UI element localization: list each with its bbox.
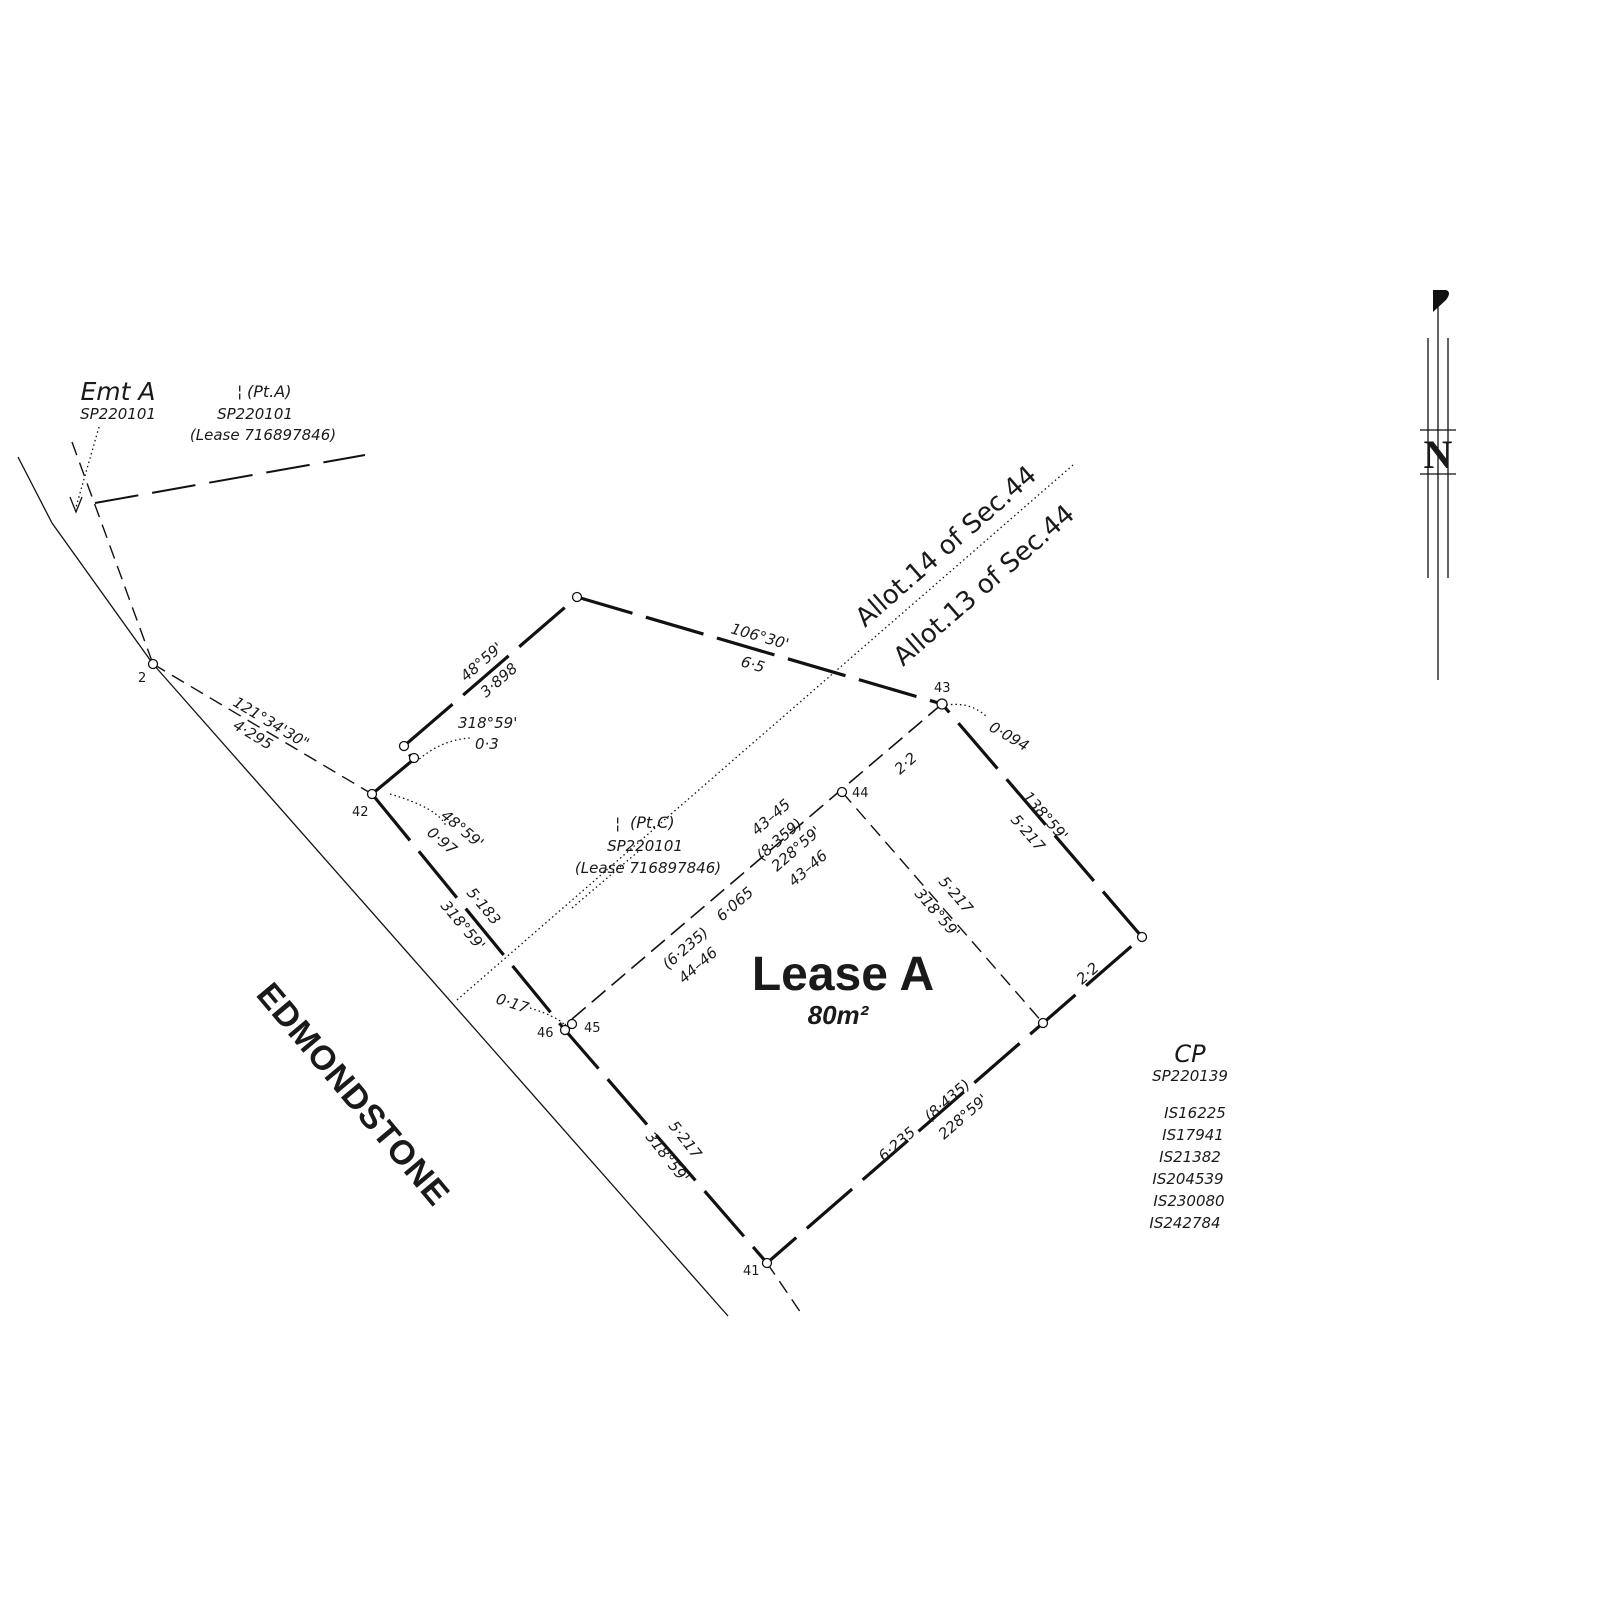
line-43-45 xyxy=(564,703,943,1026)
allotment-line xyxy=(456,464,1074,1001)
survey-point xyxy=(1136,931,1148,943)
dimension-offset: 0·094 xyxy=(986,718,1032,755)
part-c-name: (Pt.C) xyxy=(630,813,675,832)
dimension-distance: 0·3 xyxy=(475,735,499,753)
part-c-glyph: ¦ xyxy=(615,814,620,833)
cp-name: CP xyxy=(1174,1040,1206,1068)
cp-ref: IS16225 xyxy=(1164,1104,1226,1122)
cp-ref: IS204539 xyxy=(1152,1170,1223,1188)
survey-point xyxy=(398,740,410,752)
easement-pointer xyxy=(75,426,100,508)
easement-label: Emt A SP220101 xyxy=(80,377,156,423)
north-letter: N xyxy=(1424,432,1453,477)
easement-name: Emt A xyxy=(81,377,156,406)
part-a-name: (Pt.A) xyxy=(247,382,291,401)
lease-area: 80m² xyxy=(808,1000,870,1030)
cp-plan: SP220139 xyxy=(1152,1067,1228,1085)
dimension-bearing: 106°30' xyxy=(729,620,791,654)
survey-point-41 xyxy=(761,1257,773,1269)
survey-point-2 xyxy=(147,658,159,670)
point-label-2: 2 xyxy=(138,671,146,686)
dimension-offset: 0·17 xyxy=(494,990,532,1018)
survey-point-43 xyxy=(936,698,948,710)
survey-point-45 xyxy=(566,1018,578,1030)
arrow-head-icon xyxy=(69,496,83,514)
dimension-distance: 2·2 xyxy=(1073,959,1103,988)
point-label-46: 46 xyxy=(537,1026,554,1041)
cp-ref: IS17941 xyxy=(1162,1126,1224,1144)
dimension-distance: 6·065 xyxy=(713,883,757,925)
part-a-lease: (Lease 716897846) xyxy=(190,426,336,444)
cp-label: CP SP220139 IS16225 IS17941 IS21382 IS20… xyxy=(1149,1040,1228,1232)
dimension-distance: 6·5 xyxy=(739,653,767,677)
boundary-extension xyxy=(766,1262,804,1317)
survey-point-42 xyxy=(366,788,378,800)
dimension-distance: 6·235 xyxy=(875,1123,919,1165)
dimension-bearing: 318°59' xyxy=(458,714,517,732)
cp-ref: IS230080 xyxy=(1153,1192,1224,1210)
north-arrow-flag-icon xyxy=(1433,290,1449,312)
part-a-label: ¦ (Pt.A) SP220101 (Lease 716897846) xyxy=(190,382,336,444)
road-boundary xyxy=(152,663,729,1317)
point-label-43: 43 xyxy=(934,681,951,696)
survey-point xyxy=(408,752,420,764)
offset-arrow xyxy=(415,737,471,763)
part-a-plan: SP220101 xyxy=(217,405,293,423)
survey-point xyxy=(1037,1017,1049,1029)
survey-point-44 xyxy=(836,786,848,798)
offset-arrow xyxy=(529,1007,566,1026)
part-c-boundary xyxy=(370,595,943,796)
point-label-45: 45 xyxy=(584,1021,601,1036)
north-arrow: N xyxy=(1420,290,1456,680)
survey-point-46 xyxy=(559,1024,571,1036)
road-boundary xyxy=(51,522,154,665)
line-44-inner xyxy=(841,791,1044,1024)
easement-plan: SP220101 xyxy=(80,405,156,423)
part-a-boundary xyxy=(94,454,366,504)
offset-arrow xyxy=(389,793,447,827)
lease-title: Lease A xyxy=(752,948,934,1001)
point-label-44: 44 xyxy=(852,786,869,801)
easement-boundary xyxy=(71,441,154,665)
point-label-42: 42 xyxy=(352,805,369,820)
survey-point xyxy=(571,591,583,603)
cp-ref: IS242784 xyxy=(1149,1214,1220,1232)
road-boundary xyxy=(17,456,53,524)
part-c-label: ¦ (Pt.C) SP220101 (Lease 716897846) xyxy=(575,813,721,877)
road-name: EDMONDSTONE xyxy=(249,976,457,1214)
cp-ref: IS21382 xyxy=(1159,1148,1221,1166)
dimension-distance: 2·2 xyxy=(891,749,921,778)
point-label-41: 41 xyxy=(743,1264,760,1279)
allotment-line xyxy=(571,849,641,909)
part-c-lease: (Lease 716897846) xyxy=(575,859,721,877)
part-a-glyph: ¦ xyxy=(237,382,242,401)
part-c-plan: SP220101 xyxy=(607,837,683,855)
